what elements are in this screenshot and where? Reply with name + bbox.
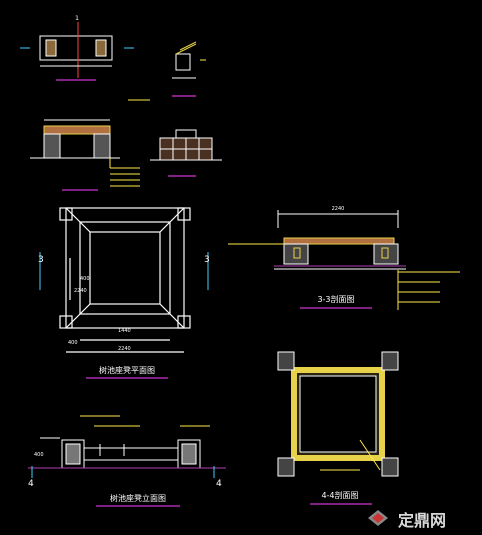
watermark-text: 定鼎网 [397, 511, 446, 530]
dim-plan-inner-top: 400 [80, 276, 90, 282]
section-marker-3-right: 3 [204, 255, 210, 265]
section-marker-1-top: 1 [75, 15, 79, 22]
dim-elev-height: 400 [34, 452, 44, 458]
title-elevation: 树池座凳立面图 [110, 493, 166, 503]
dim-plan-bottom-total: 2240 [118, 346, 131, 352]
small-elevation-detail [150, 129, 222, 177]
small-plan-detail [20, 22, 134, 81]
dim-plan-inner: 1440 [118, 328, 131, 334]
detail-2-2 [30, 99, 150, 191]
dim-section3-total: 2240 [332, 206, 345, 212]
section-3-3 [228, 210, 460, 310]
detail-1-1 [172, 41, 206, 97]
dim-plan-side: 2240 [74, 288, 87, 294]
title-section-3-3: 3-3剖面图 [317, 294, 354, 304]
main-plan [59, 207, 191, 353]
title-section-4-4: 4-4剖面图 [321, 490, 358, 500]
section-marker-4-left: 4 [28, 479, 34, 489]
section-marker-4-right: 4 [216, 479, 222, 489]
dim-plan-offset: 400 [68, 340, 78, 346]
section-4-4 [277, 351, 399, 477]
section-marker-3-left: 3 [38, 255, 44, 265]
title-main-plan: 树池座凳平面图 [99, 365, 155, 375]
elevation-view [28, 415, 226, 469]
watermark-logo [368, 510, 388, 526]
